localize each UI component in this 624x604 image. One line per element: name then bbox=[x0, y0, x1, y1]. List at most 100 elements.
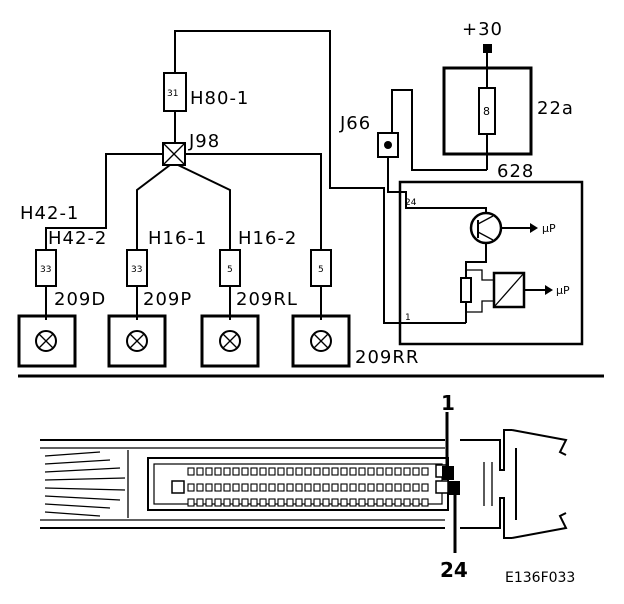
connector-pin bbox=[196, 467, 204, 476]
h42-2-label: H42-2 bbox=[48, 228, 107, 249]
209d-label: 209D bbox=[54, 289, 106, 310]
h16-1-label: H16-1 bbox=[148, 228, 207, 249]
end-block-right-bottom bbox=[435, 480, 449, 494]
connector-pin bbox=[304, 467, 312, 476]
latch-bottom bbox=[460, 497, 512, 539]
connector-pin bbox=[412, 498, 420, 507]
wire-j66-to-pin24 bbox=[387, 157, 460, 209]
bulb-icon bbox=[126, 330, 148, 352]
connector-pin bbox=[250, 498, 258, 507]
arrow-mu2-icon bbox=[545, 285, 553, 295]
connector-pin bbox=[340, 483, 348, 492]
connector-illustration: 1 24 E136F033 bbox=[40, 391, 575, 586]
pin-rows bbox=[187, 467, 429, 507]
connector-pin bbox=[295, 467, 303, 476]
transistor-symbol bbox=[469, 211, 503, 245]
connector-pin bbox=[286, 483, 294, 492]
connector-pin bbox=[187, 467, 195, 476]
connector-pin bbox=[322, 498, 330, 507]
connector-pin bbox=[214, 483, 222, 492]
connector-pin bbox=[358, 498, 366, 507]
connector-pin bbox=[403, 467, 411, 476]
h16-2-label: H16-2 bbox=[238, 228, 297, 249]
connector-pin bbox=[286, 498, 294, 507]
mu2-label: μP bbox=[556, 284, 570, 297]
connector-pin bbox=[358, 483, 366, 492]
connector-pin bbox=[349, 467, 357, 476]
connector-pin bbox=[421, 498, 429, 507]
pin1-marker bbox=[442, 466, 454, 480]
connector-pin bbox=[331, 498, 339, 507]
connector-pin bbox=[187, 483, 195, 492]
209rl-label: 209RL bbox=[236, 289, 298, 310]
connector-pin bbox=[277, 498, 285, 507]
connector-pin bbox=[223, 483, 231, 492]
connector-pin bbox=[259, 483, 267, 492]
wire-h42-2 bbox=[136, 164, 171, 250]
wire-628 bbox=[391, 89, 487, 171]
h80-1-label: H80-1 bbox=[190, 88, 249, 109]
mu1-label: μP bbox=[542, 222, 556, 235]
connector-pin bbox=[313, 483, 321, 492]
connector-pin bbox=[286, 467, 294, 476]
connector-pin bbox=[295, 483, 303, 492]
wiring-schematic: +30 8 22a 628 J66 24 1 μP bbox=[17, 19, 584, 368]
connector-pin bbox=[250, 467, 258, 476]
connector-pin bbox=[241, 483, 249, 492]
connector-pin bbox=[367, 498, 375, 507]
connector-pin bbox=[205, 467, 213, 476]
connector-pin bbox=[376, 498, 384, 507]
connector-pin bbox=[322, 483, 330, 492]
connector-pin bbox=[340, 467, 348, 476]
connector-pin bbox=[412, 467, 420, 476]
connector-pin bbox=[322, 467, 330, 476]
connector-pin bbox=[358, 467, 366, 476]
connector-pin bbox=[376, 483, 384, 492]
connector-pin bbox=[394, 483, 402, 492]
pin5a-label: 5 bbox=[227, 265, 233, 275]
connector-pin bbox=[187, 498, 195, 507]
connector-pin bbox=[196, 483, 204, 492]
connector-pin bbox=[268, 467, 276, 476]
lamp-box-209d bbox=[17, 314, 77, 368]
cable-hatch bbox=[44, 450, 129, 518]
converter-diagonal bbox=[493, 272, 525, 308]
arrow-mu1-icon bbox=[530, 223, 538, 233]
bulb-icon bbox=[219, 330, 241, 352]
wire-h80-to-pin1 bbox=[174, 30, 466, 324]
pin33b-label: 33 bbox=[131, 265, 142, 275]
control-module bbox=[398, 180, 584, 346]
connector-pin bbox=[223, 467, 231, 476]
connector-pin bbox=[412, 483, 420, 492]
connector-pin bbox=[376, 467, 384, 476]
connector-pin bbox=[214, 467, 222, 476]
lamp-box-209rl bbox=[200, 314, 260, 368]
bulb-icon bbox=[310, 330, 332, 352]
connector-pin bbox=[331, 483, 339, 492]
fuse-box-label: 22a bbox=[537, 98, 574, 119]
connector-pin bbox=[367, 483, 375, 492]
pin5b-label: 5 bbox=[318, 265, 324, 275]
connector-pin bbox=[268, 498, 276, 507]
connector-pin bbox=[349, 483, 357, 492]
connector-pin bbox=[313, 498, 321, 507]
connector-pin bbox=[421, 467, 429, 476]
connector-pin bbox=[214, 498, 222, 507]
j66-label: J66 bbox=[339, 113, 371, 134]
connector-pin bbox=[304, 498, 312, 507]
connector-pin bbox=[385, 467, 393, 476]
wire-h16-2 bbox=[185, 153, 322, 250]
connector-pin bbox=[331, 467, 339, 476]
connector-pin bbox=[304, 483, 312, 492]
shunt-resistor bbox=[460, 277, 472, 303]
pin24-marker bbox=[448, 481, 460, 495]
fuse-value-label: 8 bbox=[483, 105, 490, 118]
connector-pin bbox=[385, 483, 393, 492]
latch-arm-bottom bbox=[511, 512, 568, 539]
connector-pin bbox=[223, 498, 231, 507]
wire-h16-1 bbox=[177, 164, 231, 250]
connector-pin bbox=[403, 498, 411, 507]
plus30-label: +30 bbox=[462, 19, 503, 40]
lamp-box-209rr bbox=[291, 314, 351, 368]
connector-pin bbox=[421, 483, 429, 492]
